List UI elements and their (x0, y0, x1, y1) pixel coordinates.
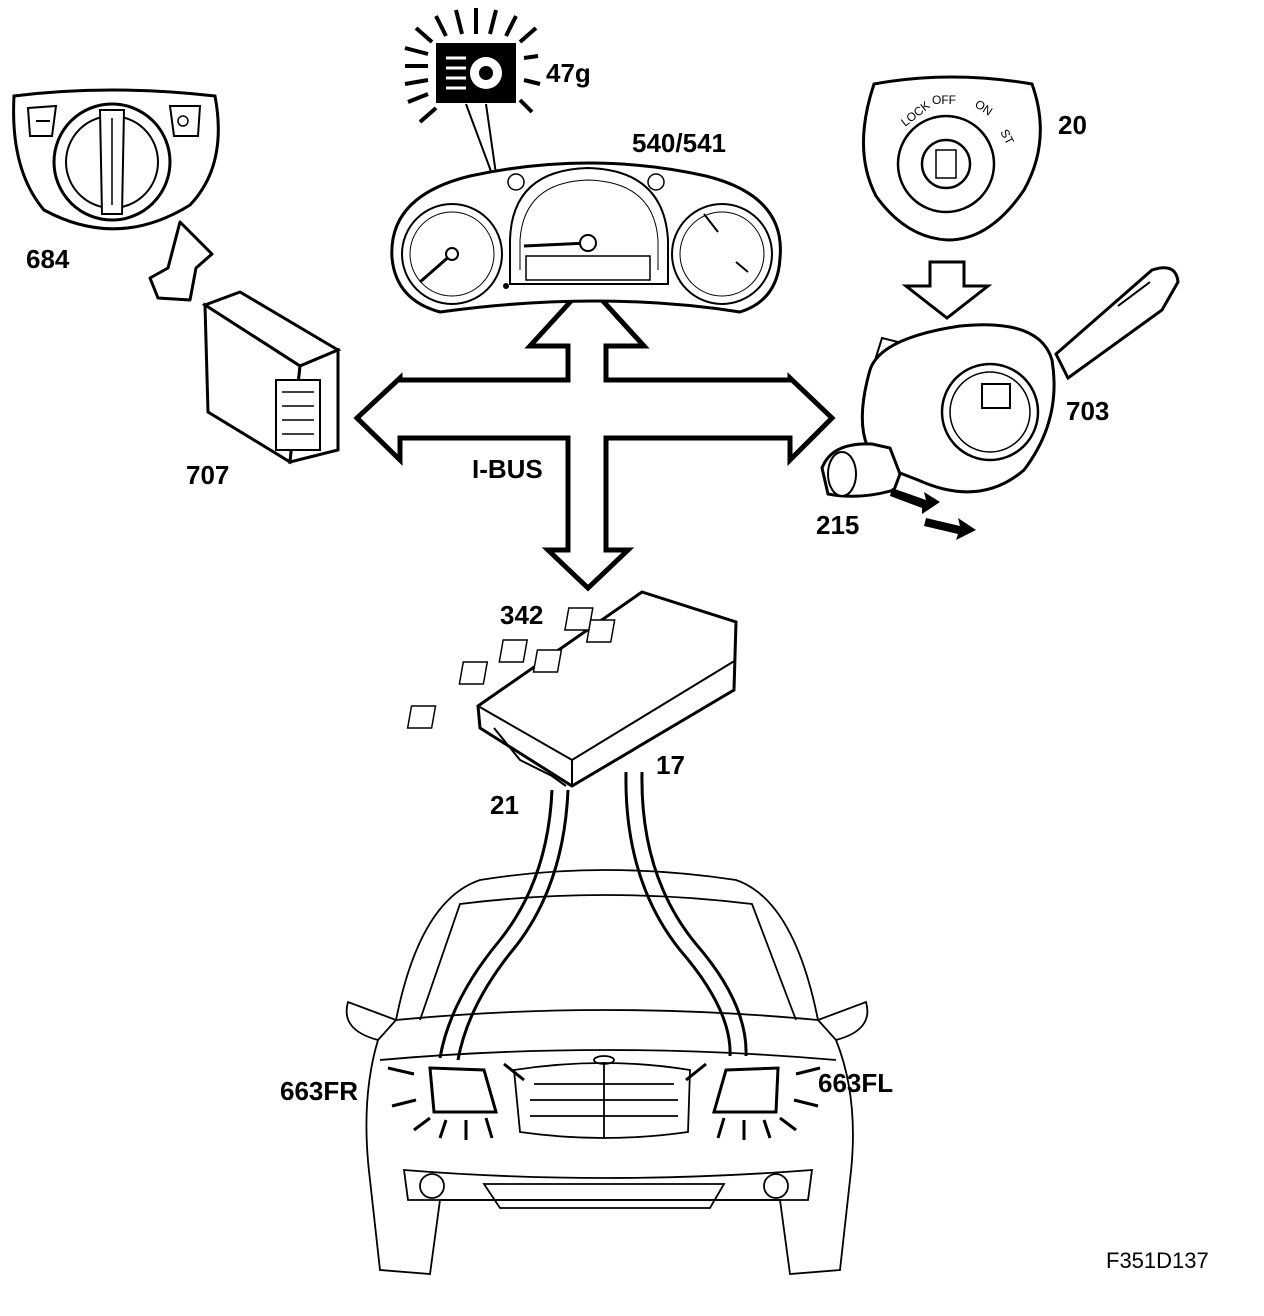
label-47g: 47g (546, 58, 591, 88)
label-663fr: 663FR (280, 1076, 358, 1106)
label-684: 684 (26, 244, 70, 274)
car-front (345, 869, 869, 1275)
indicator-lamp (404, 8, 541, 175)
label-i-bus: I-BUS (472, 454, 543, 484)
i-bus-arrows (353, 297, 836, 592)
headlamp-right (387, 1062, 525, 1140)
steering-column-module (820, 266, 1180, 540)
arrow-20-to-703 (901, 260, 993, 320)
label-540-541: 540/541 (632, 128, 726, 158)
ignition-switch: LOCK OFF ON ST (862, 75, 1042, 242)
label-21: 21 (490, 790, 519, 820)
label-17: 17 (656, 750, 685, 780)
wiring-harness (438, 771, 748, 1061)
label-703: 703 (1066, 396, 1109, 426)
instrument-cluster (390, 161, 782, 314)
arrow-684-to-707 (148, 220, 214, 302)
label-20: 20 (1058, 110, 1087, 140)
headlamp-switch (12, 88, 220, 231)
label-342: 342 (500, 600, 543, 630)
fuse-relay-box (406, 590, 738, 788)
label-215: 215 (816, 510, 859, 540)
label-663fl: 663FL (818, 1068, 893, 1098)
lighting-module (201, 290, 342, 465)
headlamp-left (685, 1062, 821, 1140)
ignition-pos-st: ST (997, 127, 1017, 148)
ignition-pos-off: OFF (932, 93, 956, 107)
label-707: 707 (186, 460, 229, 490)
figure-reference: F351D137 (1106, 1248, 1209, 1273)
